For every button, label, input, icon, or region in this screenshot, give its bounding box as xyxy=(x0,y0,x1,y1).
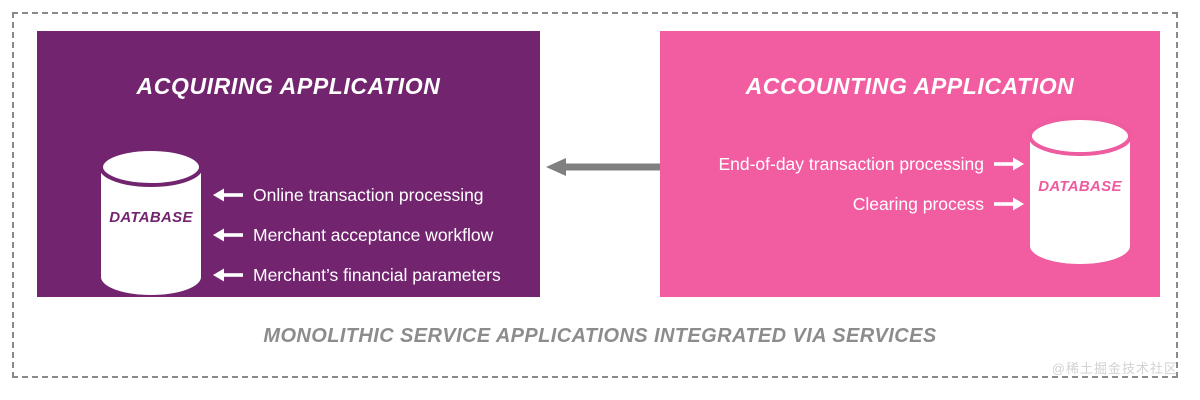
connector-arrow xyxy=(546,158,662,176)
acquiring-bullet-list: Online transaction processing Merchant a… xyxy=(213,175,563,295)
watermark: @稀土掘金技术社区 xyxy=(1051,361,1178,376)
database-cylinder-icon xyxy=(99,147,203,295)
outer-dashed-frame xyxy=(12,12,1178,378)
accounting-database-cylinder: DATABASE xyxy=(1026,116,1134,266)
list-item-label: End-of-day transaction processing xyxy=(718,153,984,174)
acquiring-database-label: DATABASE xyxy=(109,209,193,226)
arrow-left-icon xyxy=(213,268,243,282)
accounting-bullet-list: End-of-day transaction processing Cleari… xyxy=(668,144,1024,224)
list-item-label: Merchant’s financial parameters xyxy=(253,264,501,285)
database-cylinder-icon xyxy=(1028,116,1132,264)
list-item: Online transaction processing xyxy=(213,175,563,215)
list-item: Merchant’s financial parameters xyxy=(213,255,563,295)
arrow-right-icon xyxy=(994,197,1024,211)
arrow-right-icon xyxy=(994,157,1024,171)
acquiring-application-panel: ACQUIRING APPLICATION DATABASE Online tr… xyxy=(37,31,540,297)
accounting-database-label: DATABASE xyxy=(1038,178,1122,195)
acquiring-database-cylinder: DATABASE xyxy=(97,147,205,297)
arrow-left-icon xyxy=(213,228,243,242)
list-item-label: Merchant acceptance workflow xyxy=(253,224,494,245)
list-item: End-of-day transaction processing xyxy=(668,144,1024,184)
list-item-label: Online transaction processing xyxy=(253,184,484,205)
arrow-left-icon xyxy=(546,158,662,176)
diagram-caption: MONOLITHIC SERVICE APPLICATIONS INTEGRAT… xyxy=(263,325,937,347)
list-item: Clearing process xyxy=(668,184,1024,224)
acquiring-panel-title: ACQUIRING APPLICATION xyxy=(136,73,441,99)
list-item: Merchant acceptance workflow xyxy=(213,215,563,255)
list-item-label: Clearing process xyxy=(852,193,984,214)
accounting-panel-title: ACCOUNTING APPLICATION xyxy=(745,73,1075,99)
arrow-left-icon xyxy=(213,188,243,202)
